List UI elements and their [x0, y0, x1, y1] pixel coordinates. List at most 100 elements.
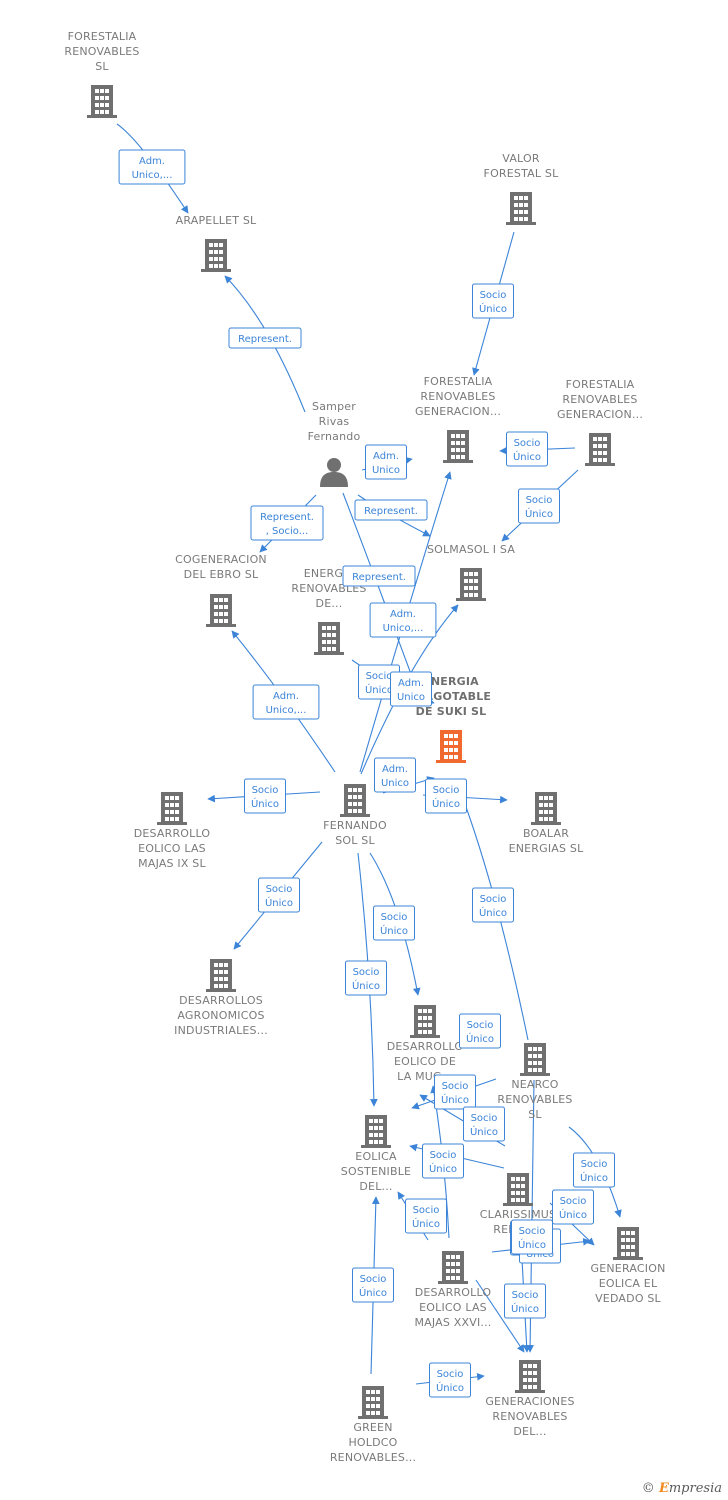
edge-label[interactable]: Adm.Unico [374, 757, 416, 793]
node-label: FORESTALIA [68, 30, 137, 43]
building-icon [585, 433, 615, 466]
node-label: GENERACION... [415, 405, 501, 418]
edge-label-text: Unico [372, 465, 400, 476]
node-eolica_sostenible[interactable]: EOLICASOSTENIBLEDEL... [341, 1115, 411, 1193]
edge-label-text: Socio [437, 1369, 464, 1380]
node-label: RENOVABLES [492, 1410, 567, 1423]
edge-label-text: Represent. [260, 512, 314, 523]
building-icon [520, 1043, 550, 1076]
edge-label-text: Socio [471, 1113, 498, 1124]
node-label: DESARROLLO [415, 1286, 492, 1299]
edge-label-text: Unico,... [132, 170, 173, 181]
node-label: FORESTALIA [566, 378, 635, 391]
node-generaciones[interactable]: GENERACIONESRENOVABLESDEL... [485, 1360, 574, 1438]
building-icon [206, 959, 236, 992]
edge-label-text: Socio [266, 884, 293, 895]
edge-label[interactable]: Adm.Unico,... [369, 602, 437, 638]
node-label: Fernando [308, 430, 361, 443]
edge-label-text: Único [412, 1217, 440, 1230]
node-label: RENOVABLES [64, 45, 139, 58]
node-green_holdco[interactable]: GREENHOLDCORENOVABLES... [330, 1386, 416, 1464]
edge-label-text: Socio [413, 1205, 440, 1216]
edge-label[interactable]: Adm.Unico [365, 444, 407, 480]
node-label: ENERGIA [304, 567, 355, 580]
node-arapellet[interactable]: ARAPELLET SL [176, 214, 257, 272]
node-label: RENOVABLES... [330, 1451, 416, 1464]
node-label: EOLICA EL [599, 1277, 658, 1290]
empresia-logo[interactable]: Empresia [658, 1481, 722, 1496]
edge-label-text: Socio [442, 1081, 469, 1092]
building-icon [531, 792, 561, 825]
node-forestalia_gen1[interactable]: FORESTALIARENOVABLESGENERACION... [415, 375, 501, 463]
node-label: EOLICO LAS [138, 842, 206, 855]
node-forestalia_gen2[interactable]: FORESTALIARENOVABLESGENERACION... [557, 378, 643, 466]
edge-label-text: Represent. [238, 334, 292, 345]
edge-label[interactable]: Represent. [354, 499, 428, 521]
node-label: DEL... [359, 1180, 392, 1193]
edge-label-text: Socio [433, 785, 460, 796]
building-icon [206, 594, 236, 627]
node-label: EOLICO LAS [419, 1301, 487, 1314]
edge-label-text: Socio [353, 967, 380, 978]
edge-label-text: Adm. [139, 156, 165, 167]
edges-layer [116, 123, 622, 1385]
edge-label-text: Unico [381, 778, 409, 789]
node-label: DEL... [513, 1425, 546, 1438]
node-label: ENERGIA [423, 675, 479, 688]
edge-label-text: Socio [381, 912, 408, 923]
edge-label[interactable]: Adm.Unico [390, 671, 432, 707]
edge-label-text: Socio [560, 1196, 587, 1207]
building-icon [436, 730, 466, 763]
node-label: VEDADO SL [595, 1292, 661, 1305]
node-label: Rivas [319, 415, 350, 428]
node-label: ENERGIAS SL [509, 842, 585, 855]
edge-label[interactable]: Represent. [342, 565, 416, 587]
node-label: RENOVABLES [497, 1093, 572, 1106]
edge-label[interactable]: Represent. [228, 327, 302, 349]
edge-label-text: Socio [512, 1290, 539, 1301]
edge-label-text: Socio [514, 438, 541, 449]
edge-label-text: Único [380, 924, 408, 937]
edge-label-text: Único [365, 683, 393, 696]
edge-label[interactable]: Adm.Unico,... [252, 684, 320, 720]
edge-label[interactable]: Adm. Unico,... [118, 149, 186, 185]
building-icon [443, 430, 473, 463]
node-label: FORESTALIA [424, 375, 493, 388]
node-solmasol[interactable]: SOLMASOL I SA [427, 543, 515, 601]
edge-label[interactable]: Represent., Socio... [250, 505, 324, 541]
node-agronomicos[interactable]: DESARROLLOSAGRONOMICOSINDUSTRIALES... [174, 959, 268, 1037]
